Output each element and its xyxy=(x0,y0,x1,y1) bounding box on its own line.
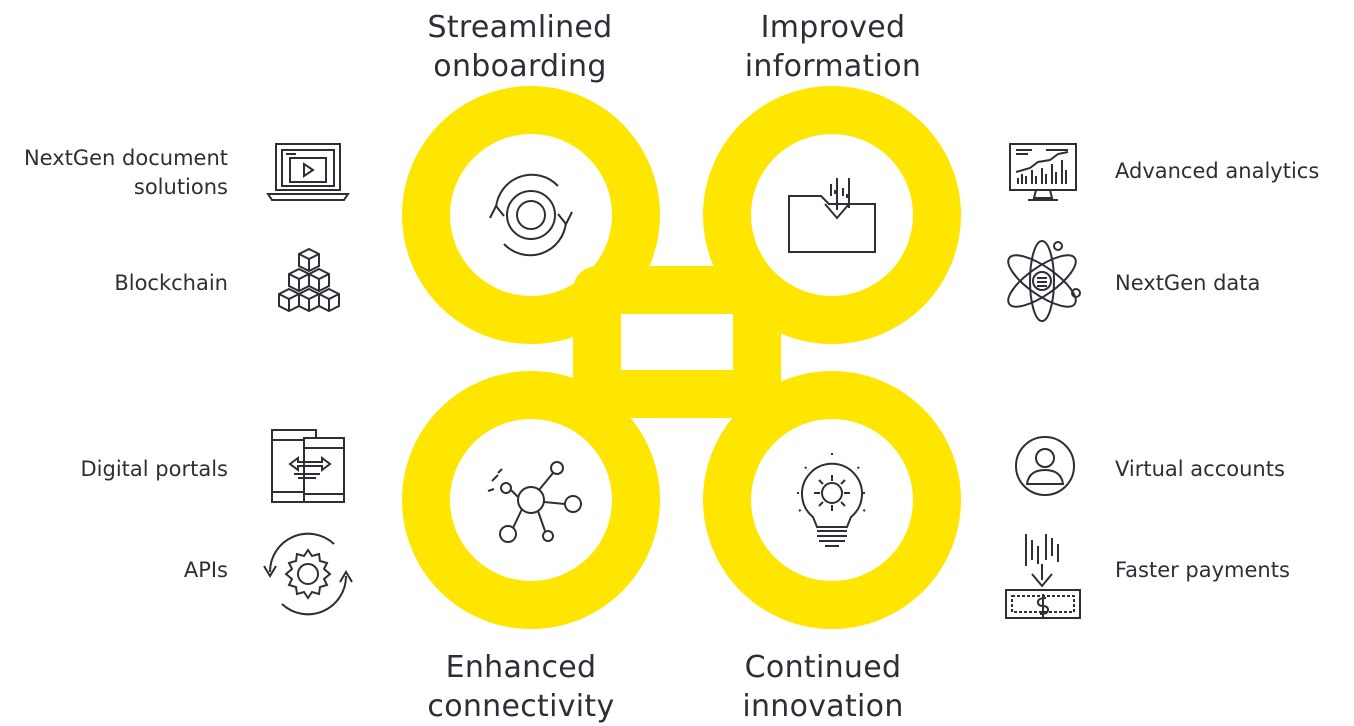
atom-database-icon xyxy=(998,238,1086,324)
label-blockchain: Blockchain xyxy=(114,271,228,295)
label-nextgen-data: NextGen data xyxy=(1115,271,1261,295)
label-digital-portals: Digital portals xyxy=(80,457,228,481)
money-inflow-icon xyxy=(1002,530,1084,620)
top-left-loop xyxy=(402,86,660,344)
refresh-cycle-icon xyxy=(476,160,586,270)
lightbulb-gear-icon xyxy=(777,445,887,555)
cubes-stack-icon xyxy=(270,245,348,317)
top-right-loop xyxy=(703,86,961,344)
network-hub-icon xyxy=(476,445,586,555)
monitor-chart-icon xyxy=(1006,140,1080,204)
devices-transfer-icon xyxy=(268,426,350,506)
gear-cycle-icon xyxy=(258,532,358,616)
folder-download-icon xyxy=(777,160,887,270)
label-virtual-accounts: Virtual accounts xyxy=(1115,457,1285,481)
center-square xyxy=(573,266,781,418)
label-faster-payments: Faster payments xyxy=(1115,558,1290,582)
laptop-video-icon xyxy=(266,140,350,206)
label-apis: APIs xyxy=(183,558,228,582)
user-circle-icon xyxy=(1013,434,1077,498)
label-advanced-analytics: Advanced analytics xyxy=(1115,159,1320,183)
bottom-right-loop xyxy=(703,371,961,629)
bottom-left-loop xyxy=(402,371,660,629)
